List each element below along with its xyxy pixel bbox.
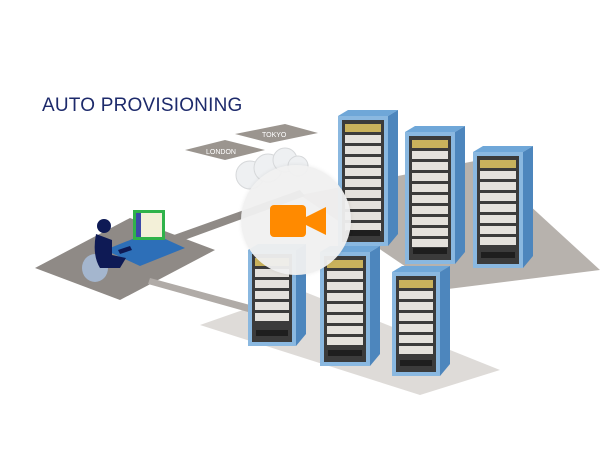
connector-front <box>148 278 250 312</box>
server-rack <box>473 146 533 268</box>
sign-london: LONDON <box>185 140 265 160</box>
server-rack <box>338 110 398 246</box>
page-title: AUTO PROVISIONING <box>42 95 243 116</box>
server-rack <box>405 126 465 264</box>
svg-text:TOKYO: TOKYO <box>262 132 287 139</box>
sign-tokyo: TOKYO <box>235 124 318 143</box>
svg-text:LONDON: LONDON <box>206 149 236 156</box>
server-rack <box>392 266 450 376</box>
server-rack <box>320 246 380 366</box>
operator-workstation <box>82 210 185 282</box>
play-video-button[interactable] <box>241 165 351 275</box>
video-camera-icon <box>270 205 326 237</box>
